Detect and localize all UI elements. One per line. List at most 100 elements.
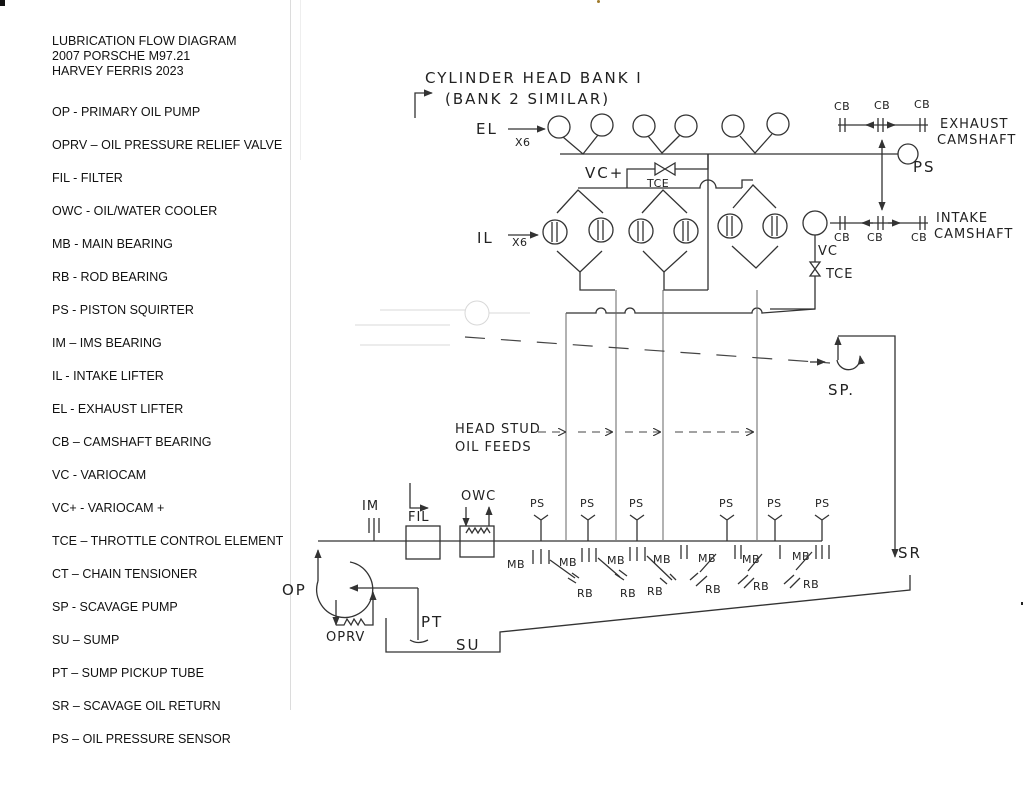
exhaust-lifter	[674, 114, 698, 138]
mb-label: MB	[607, 554, 625, 567]
legend-item-el: EL - EXHAUST LIFTER	[52, 402, 184, 416]
legend-item-su: SU – SUMP	[52, 633, 120, 647]
il-label: IL	[477, 229, 494, 247]
cb-label: CB	[867, 231, 883, 244]
scan-edge-mark-right	[1021, 602, 1023, 605]
show-through-ghost	[355, 300, 530, 346]
cb-label: CB	[911, 231, 927, 244]
legend-item-sp: SP - SCAVAGE PUMP	[52, 600, 178, 614]
rb-label: RB	[803, 578, 819, 591]
legend-item-rb: RB - ROD BEARING	[52, 270, 168, 284]
scavenge-return-line	[838, 335, 899, 558]
exhaust-lifters	[547, 112, 790, 155]
legend-item-mb: MB - MAIN BEARING	[52, 237, 173, 251]
svg-text:PS: PS	[629, 497, 644, 510]
rb-label: RB	[577, 587, 593, 600]
cylinder-head-title: CYLINDER HEAD BANK I	[425, 69, 643, 87]
mb-label: MB	[507, 558, 525, 571]
rb-label: RB	[753, 580, 769, 593]
fil-label: FIL	[408, 510, 430, 525]
piston-squirter: PS	[580, 497, 596, 541]
head-stud-label: HEAD STUD	[455, 422, 541, 437]
oprv-spring-icon	[336, 591, 377, 627]
scavenge-pump-icon	[836, 355, 865, 371]
sump-outline	[385, 575, 911, 653]
svg-text:PS: PS	[580, 497, 595, 510]
legend-item-ps-sensor: PS – OIL PRESSURE SENSOR	[52, 732, 231, 746]
intake-lifter	[673, 218, 699, 244]
intake-lifter	[542, 219, 568, 245]
paper-speck	[597, 0, 600, 3]
svg-text:PS: PS	[767, 497, 782, 510]
intake-lifters	[542, 179, 788, 291]
rb-label: RB	[705, 583, 721, 596]
exhaust-lifter	[766, 112, 790, 136]
piston-squirter: PS	[530, 497, 549, 541]
rb-label: RB	[647, 585, 663, 598]
sp-label: SP.	[828, 381, 855, 399]
page-fold-line	[290, 0, 291, 710]
tce-label-2: TCE	[825, 267, 853, 282]
op-label: OP	[282, 581, 307, 599]
il-count: X6	[512, 236, 528, 249]
oil-pump-icon	[316, 561, 374, 619]
filter-box	[405, 525, 441, 560]
el-count: X6	[515, 136, 531, 149]
scavenge-dashed-line	[464, 336, 831, 364]
legend-item-ct: CT – CHAIN TENSIONER	[52, 567, 198, 581]
owc-label: OWC	[461, 489, 496, 504]
exhaust-cam-label: EXHAUST	[940, 117, 1009, 132]
sr-label: SR	[898, 544, 922, 562]
oil-water-cooler-box	[459, 525, 495, 558]
mb-label: MB	[698, 552, 716, 565]
mb-label: MB	[559, 556, 577, 569]
legend-item-tce: TCE – THROTTLE CONTROL ELEMENT	[52, 534, 284, 548]
bank-arrow-icon	[414, 89, 433, 118]
exhaust-lifter	[590, 113, 614, 137]
tce-valve-icon	[654, 161, 676, 177]
svg-text:PS: PS	[530, 497, 545, 510]
exhaust-camshaft: CB CB CB EXHAUST CAMSHAFT	[834, 98, 1016, 148]
cylinder-head-subtitle: (BANK 2 SIMILAR)	[445, 90, 610, 108]
legend: LUBRICATION FLOW DIAGRAM 2007 PORSCHE M9…	[52, 34, 292, 746]
legend-item-fil: FIL - FILTER	[52, 171, 123, 185]
vc-label: VC	[818, 244, 838, 259]
legend-item-vc: VC - VARIOCAM	[52, 468, 147, 482]
legend-item-vc-plus: VC+ - VARIOCAM +	[52, 501, 165, 515]
tce-valve-icon	[808, 261, 822, 277]
cb-label: CB	[874, 99, 890, 112]
legend-item-cb: CB – CAMSHAFT BEARING	[52, 435, 212, 449]
im-label: IM	[362, 499, 379, 514]
oil-pressure-sensor	[897, 143, 919, 165]
ps-sensor-label: PS	[913, 158, 936, 176]
legend-title-line: LUBRICATION FLOW DIAGRAM	[52, 34, 237, 48]
vc-return-line	[770, 276, 816, 310]
exhaust-lifter	[547, 115, 571, 139]
flow-direction-arrow	[409, 483, 429, 512]
head-stud-label: OIL FEEDS	[455, 440, 532, 455]
crank-bearings: MB MB MB MB MB MB MB RB RB RB RB RB RB	[507, 545, 830, 600]
exhaust-cam-label: CAMSHAFT	[937, 133, 1016, 148]
legend-title-line: HARVEY FERRIS 2023	[52, 64, 184, 78]
intake-cam-label: CAMSHAFT	[934, 227, 1013, 242]
variocam-actuator	[802, 210, 828, 236]
legend-title-line: 2007 PORSCHE M97.21	[52, 49, 191, 63]
cb-label: CB	[834, 100, 850, 113]
legend-item-oprv: OPRV – OIL PRESSURE RELIEF VALVE	[52, 138, 283, 152]
piston-squirter: PS	[814, 497, 830, 541]
mb-label: MB	[653, 553, 671, 566]
pickup-bell-icon	[409, 639, 429, 644]
intake-lifter	[628, 218, 654, 244]
el-label: EL	[476, 120, 498, 138]
su-label: SU	[456, 636, 481, 654]
legend-item-owc: OWC - OIL/WATER COOLER	[52, 204, 218, 218]
svg-text:PS: PS	[815, 497, 830, 510]
legend-item-ps: PS - PISTON SQUIRTER	[52, 303, 194, 317]
cb-label: CB	[914, 98, 930, 111]
cooler-coil-icon	[465, 526, 491, 535]
exhaust-lifter	[632, 114, 656, 138]
intake-lifter	[588, 217, 614, 243]
intake-camshaft: CB CB CB INTAKE CAMSHAFT	[830, 211, 1013, 244]
head-stud-risers	[565, 290, 758, 540]
vc-plus-label: VC+	[585, 164, 624, 182]
